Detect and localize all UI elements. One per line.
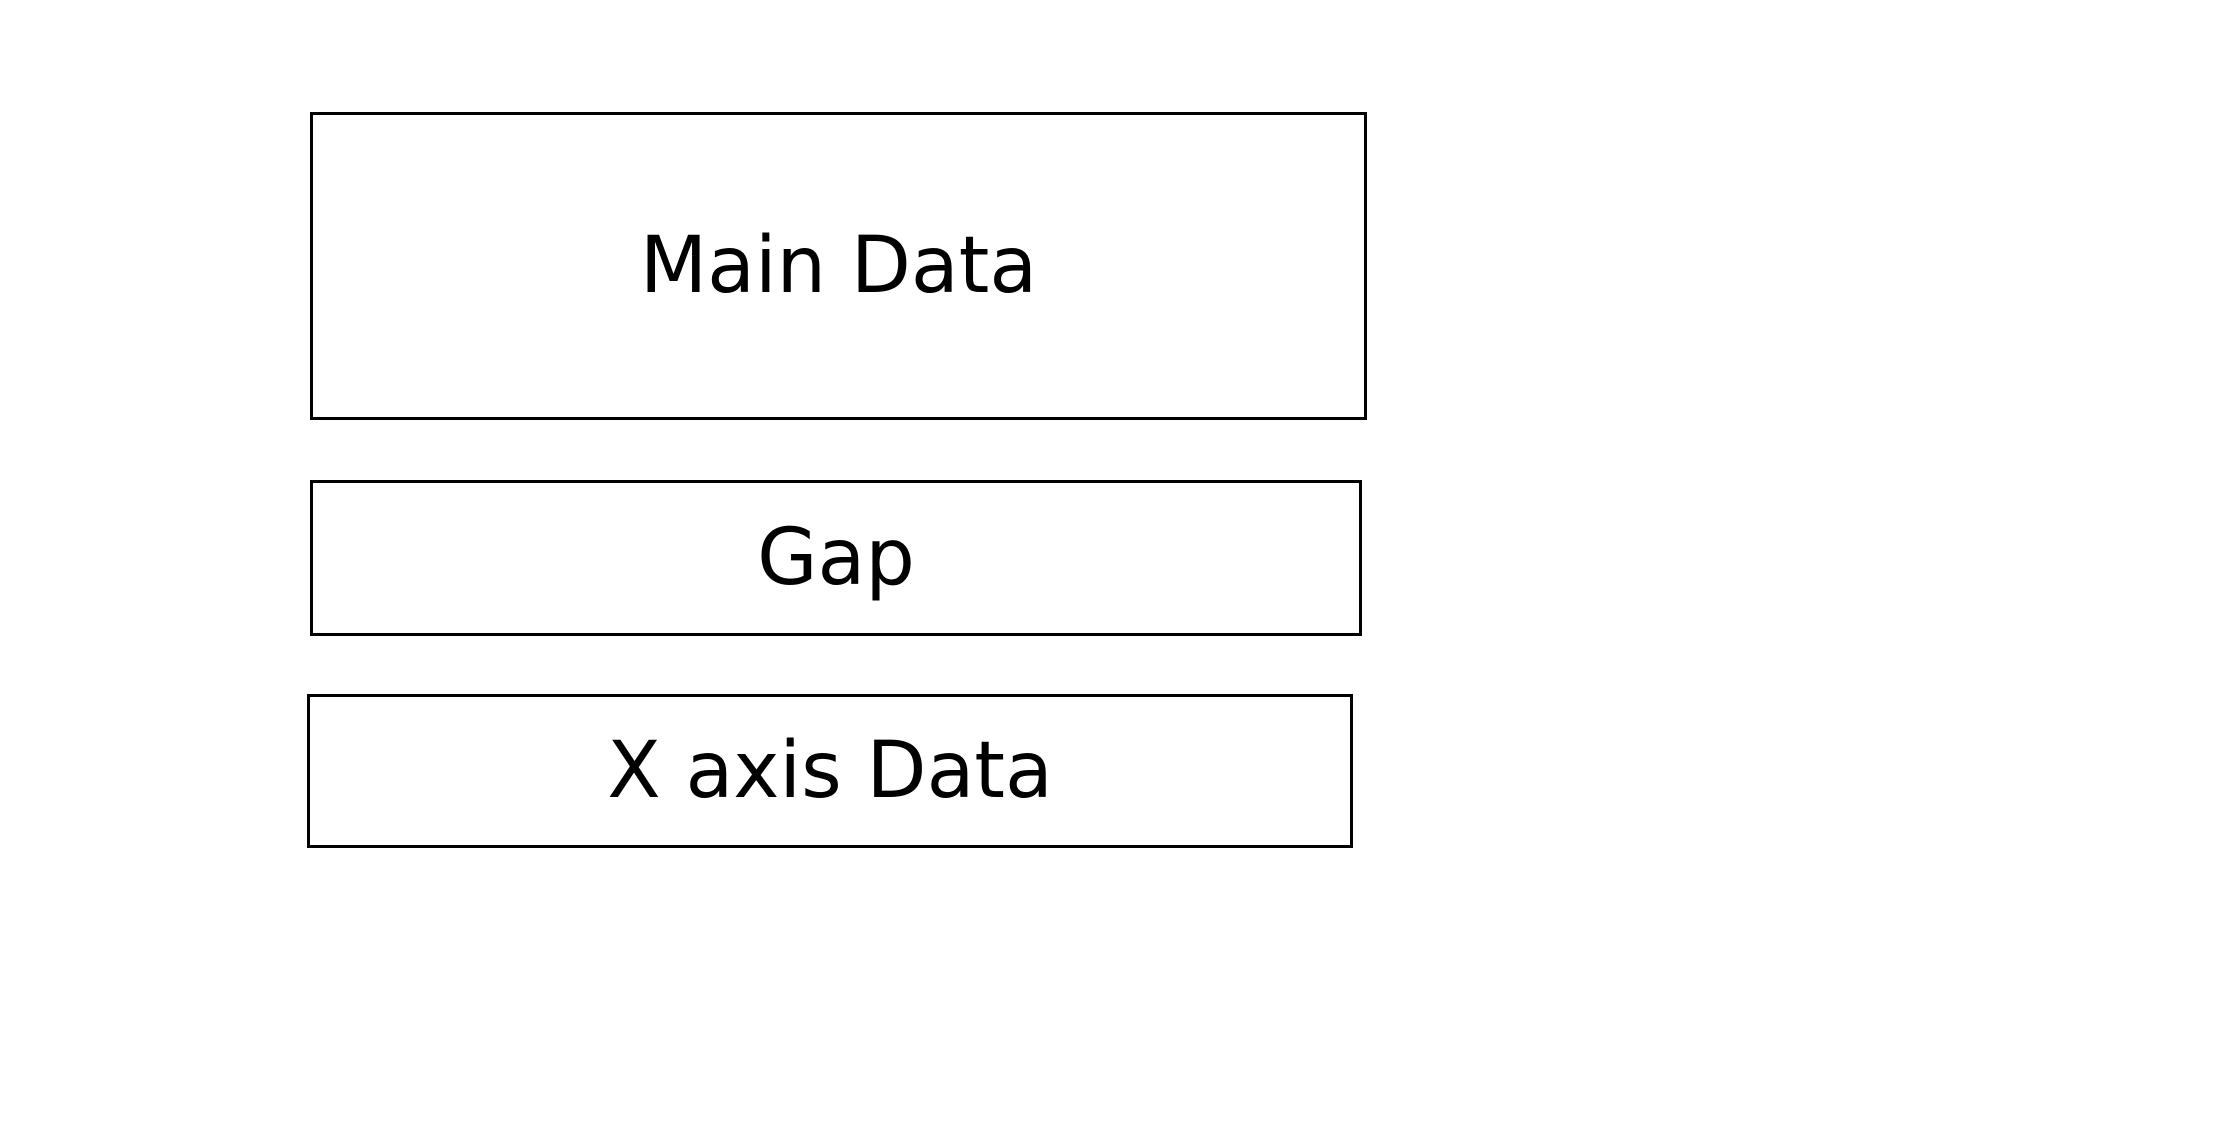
block-x-axis-data[interactable]: X axis Data xyxy=(307,694,1353,848)
block-gap-label: Gap xyxy=(757,513,915,603)
block-x-axis-data-label: X axis Data xyxy=(607,726,1053,816)
block-gap[interactable]: Gap xyxy=(310,480,1362,636)
block-main-data-label: Main Data xyxy=(639,221,1038,311)
block-main-data[interactable]: Main Data xyxy=(310,112,1367,420)
